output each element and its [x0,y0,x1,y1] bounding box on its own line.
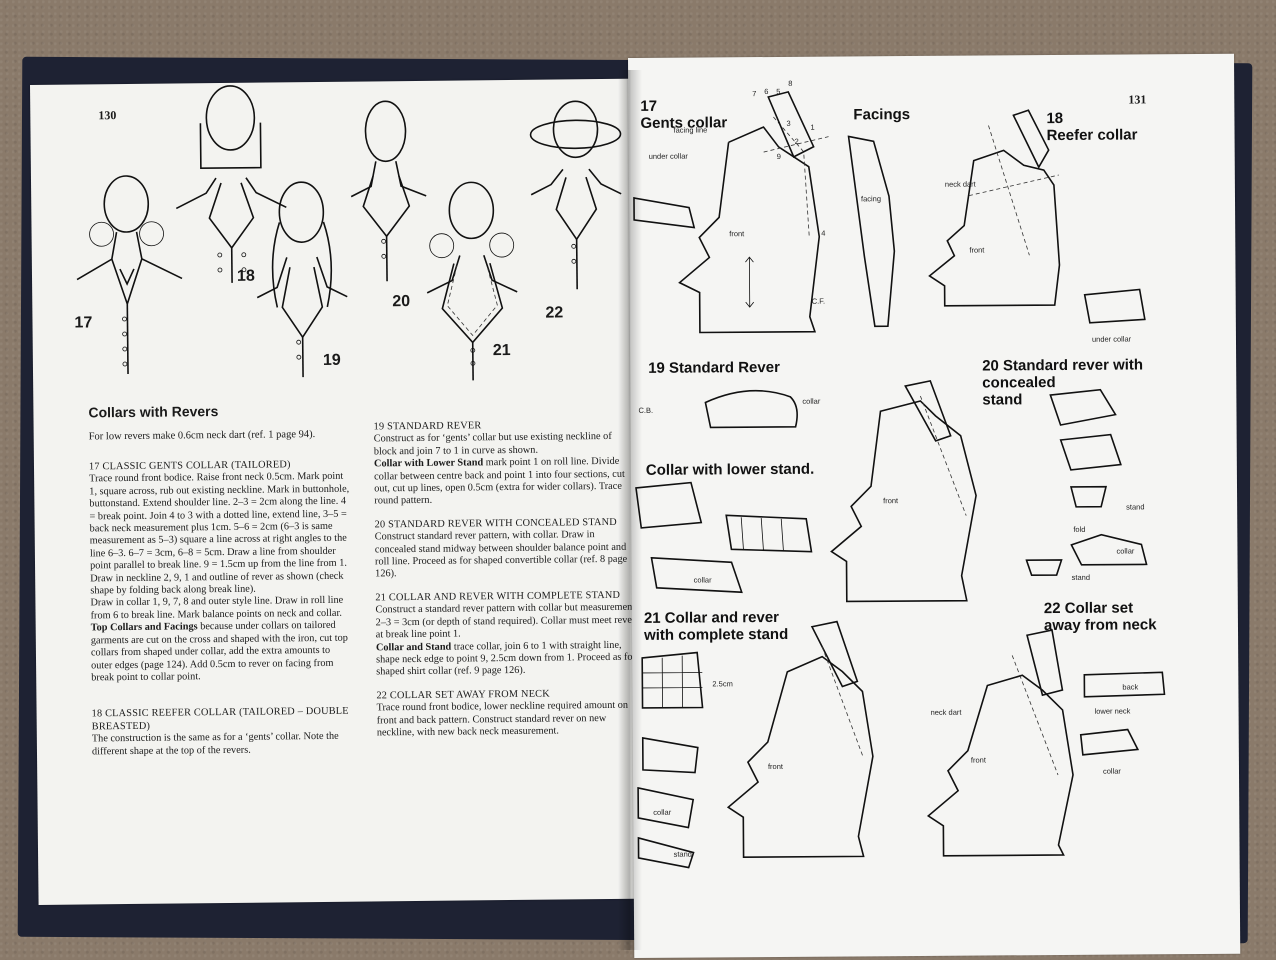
diagram-21-pieces [637,651,704,869]
text-18: The construction is the same as for a ‘g… [91,730,339,757]
bold-collar-stand: Collar and Stand [375,641,452,653]
label-dim-2-5cm: 2.5cm [712,679,733,689]
text-22: Trace round front bodice, lower neckline… [376,699,629,739]
right-page: 131 [628,53,1241,958]
sketch-label-21: 21 [492,341,511,360]
point-2: 2 [794,136,799,146]
point-3: 3 [786,118,791,128]
label-neck-dart-22: neck dart [930,707,962,717]
label-facings: Facings [853,106,911,124]
label-under-collar: under collar [648,151,688,161]
label-concealed-stand: 20 Standard rever with concealed stand [982,356,1144,409]
sketch-18 [175,85,287,283]
point-6: 6 [764,87,769,97]
diagram-lower-stand-pieces [635,481,813,594]
left-page: 130 [30,78,649,905]
heading-22: 22 COLLAR SET AWAY FROM NECK [376,688,550,702]
diagram-22-pieces [1079,671,1166,756]
diagram-22-bodice [926,629,1074,857]
sketch-20 [350,100,427,282]
diagram-18-under-collar [1083,288,1146,324]
point-8: 8 [788,78,793,88]
label-front-17: front [729,229,745,239]
point-9: 9 [776,151,781,161]
text-17: Trace round front bodice. Raise front ne… [89,471,350,572]
fashion-sketches [76,85,622,381]
label-lower-stand: Collar with lower stand. [645,460,815,479]
label-front-21: front [767,761,783,772]
point-1: 1 [810,122,815,132]
section-title: Collars with Revers [88,403,219,421]
text-column-1: 17 CLASSIC GENTS COLLAR (TAILORED) Trace… [89,459,354,770]
diagram-20-pieces [1025,388,1148,576]
diagram-21-bodice [726,620,874,859]
point-5: 5 [776,86,781,96]
heading-18: 18 CLASSIC REEFER COLLAR (TAILORED – DOU… [91,706,349,733]
sketch-21 [426,181,518,381]
label-fold: fold [1073,524,1086,534]
label-collar-22: collar [1102,766,1121,776]
label-reefer-collar: 18 Reefer collar [1046,109,1138,145]
diagram-18-bodice [928,109,1061,307]
label-facing: facing [860,194,882,204]
label-stand-21: stand [673,849,692,859]
label-lower-neck: lower neck [1094,706,1131,716]
label-stand-20: stand [1071,572,1091,582]
bold-top-collars: Top Collars and Facings [90,621,198,634]
text-column-2: 19 STANDARD REVER Construct as for ‘gent… [374,419,639,751]
label-neck-dart: neck dart [944,179,976,189]
sketch-label-22: 22 [545,304,564,322]
text-17c: Draw in collar 1, 9, 7, 8 and outer styl… [90,595,344,622]
sketch-label-19: 19 [322,351,341,369]
sketch-17 [76,175,183,374]
text-20: Construct standard rever pattern, with c… [374,529,628,580]
diagram-19-collar [704,389,798,429]
book-gutter [618,70,642,950]
heading-17: 17 CLASSIC GENTS COLLAR (TAILORED) [88,459,291,473]
point-7: 7 [752,89,757,99]
label-standard-rever: 19 Standard Rever [648,358,780,377]
sketch-label-17: 17 [74,314,93,332]
bold-lower-stand: Collar with Lower Stand [373,457,484,470]
label-front-22: front [970,755,986,765]
label-stand-20b: stand [1126,502,1145,512]
label-back: back [1122,682,1139,692]
label-front-19: front [883,496,899,506]
text-17b: Draw in neckline 2, 9, 1 and outline of … [90,570,344,597]
label-collar-lower: collar [693,575,712,585]
label-collar-21: collar [653,807,672,817]
sketch-19 [256,181,348,378]
label-set-away: 22 Collar set away from neck [1043,599,1157,635]
heading-19: 19 STANDARD REVER [373,420,482,433]
pattern-diagrams [633,90,1166,869]
label-collar-19: collar [802,396,821,406]
label-cf: C.F. [811,296,826,306]
point-4: 4 [821,228,826,238]
text-21: Construct a standard rever pattern with … [375,601,636,641]
text-19: Construct as for ‘gents’ collar but use … [373,431,612,458]
heading-21: 21 COLLAR AND REVER WITH COMPLETE STAND [375,589,621,604]
sketch-label-18: 18 [236,267,255,285]
sketch-22 [529,100,622,290]
diagram-facings [847,135,896,328]
label-under-collar-18: under collar [1091,334,1132,344]
sketch-label-20: 20 [392,293,411,311]
heading-20: 20 STANDARD REVER WITH CONCEALED STAND [374,516,617,531]
label-front-18: front [969,245,985,255]
section-intro: For low revers make 0.6cm neck dart (ref… [88,429,316,443]
label-collar-20: collar [1116,546,1135,556]
diagram-19-bodice [830,379,977,603]
label-complete-stand: 21 Collar and rever with complete stand [643,608,789,644]
diagram-17-under-collar [633,197,696,229]
diagram-17-bodice [678,90,829,334]
label-facing-line: facing line [673,125,708,135]
